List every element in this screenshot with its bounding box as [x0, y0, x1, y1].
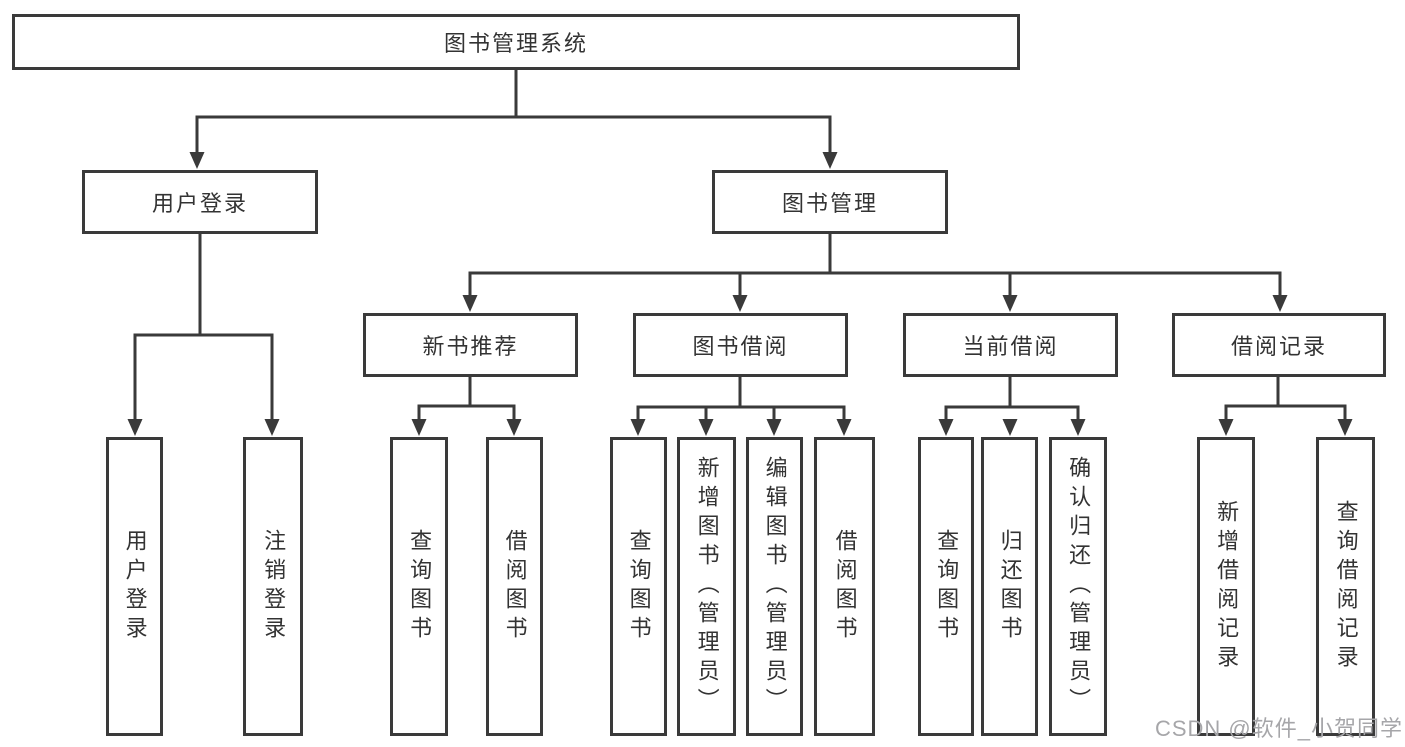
node-leaf-query-borrow-record: 查询借阅记录 [1316, 437, 1375, 736]
node-new-book-recommend: 新书推荐 [363, 313, 578, 377]
node-current-borrow: 当前借阅 [903, 313, 1118, 377]
connector-user-split [133, 232, 274, 423]
arrowhead [189, 152, 205, 169]
csdn-watermark: CSDN @软件_小贺同学 [1154, 716, 1403, 741]
arrowhead [698, 419, 714, 436]
arrowhead [411, 419, 427, 436]
node-library-management-system: 图书管理系统 [12, 14, 1020, 70]
arrowhead [732, 295, 748, 312]
node-leaf-query-books-2: 查询图书 [610, 437, 667, 736]
arrowhead [1337, 419, 1353, 436]
leaf-label: 注销登录 [261, 528, 287, 645]
connector-newbook-split [417, 375, 516, 423]
node-user-login: 用户登录 [82, 170, 318, 234]
node-leaf-query-books-3: 查询图书 [918, 437, 974, 736]
connector-current-split [944, 375, 1080, 423]
node-book-management: 图书管理 [712, 170, 948, 234]
arrowhead [1218, 419, 1234, 436]
node-book-borrow: 图书借阅 [633, 313, 848, 377]
arrowhead [127, 419, 143, 436]
connector-root-split [195, 68, 832, 156]
connector-mgmt-split [468, 232, 1282, 299]
node-borrow-record: 借阅记录 [1172, 313, 1386, 377]
arrowhead [836, 419, 852, 436]
leaf-label: 借阅图书 [502, 528, 528, 645]
connector-record-split [1224, 375, 1347, 423]
node-leaf-confirm-return-admin: 确认归还（管理员） [1049, 437, 1107, 736]
arrowhead [938, 419, 954, 436]
arrowhead [1070, 419, 1086, 436]
arrowhead [630, 419, 646, 436]
leaf-label: 借阅图书 [832, 528, 858, 645]
node-leaf-return-book: 归还图书 [981, 437, 1038, 736]
arrowhead [822, 152, 838, 169]
arrowhead [766, 419, 782, 436]
node-leaf-borrow-books-1: 借阅图书 [486, 437, 543, 736]
arrowhead [1002, 419, 1018, 436]
node-leaf-add-book-admin: 新增图书（管理员） [677, 437, 736, 736]
arrowhead [506, 419, 522, 436]
leaf-label: 查询图书 [626, 528, 652, 645]
node-leaf-add-borrow-record: 新增借阅记录 [1197, 437, 1255, 736]
arrowhead [264, 419, 280, 436]
arrowhead [1002, 295, 1018, 312]
node-leaf-query-books-1: 查询图书 [390, 437, 448, 736]
leaf-label: 查询图书 [407, 528, 433, 645]
leaf-label: 归还图书 [997, 528, 1023, 645]
node-leaf-borrow-books-2: 借阅图书 [814, 437, 875, 736]
connector-borrow-split [636, 375, 846, 423]
arrowhead [462, 295, 478, 312]
leaf-label: 确认归还（管理员） [1066, 456, 1092, 717]
leaf-label: 用户登录 [122, 528, 148, 645]
leaf-label: 新增借阅记录 [1214, 499, 1240, 674]
leaf-label: 编辑图书（管理员） [762, 456, 788, 717]
leaf-label: 查询图书 [934, 528, 960, 645]
node-leaf-edit-book-admin: 编辑图书（管理员） [746, 437, 803, 736]
leaf-label: 新增图书（管理员） [694, 456, 720, 717]
arrowhead [1272, 295, 1288, 312]
leaf-label: 查询借阅记录 [1333, 499, 1359, 674]
node-leaf-user-login: 用户登录 [106, 437, 163, 736]
node-leaf-logout: 注销登录 [243, 437, 303, 736]
